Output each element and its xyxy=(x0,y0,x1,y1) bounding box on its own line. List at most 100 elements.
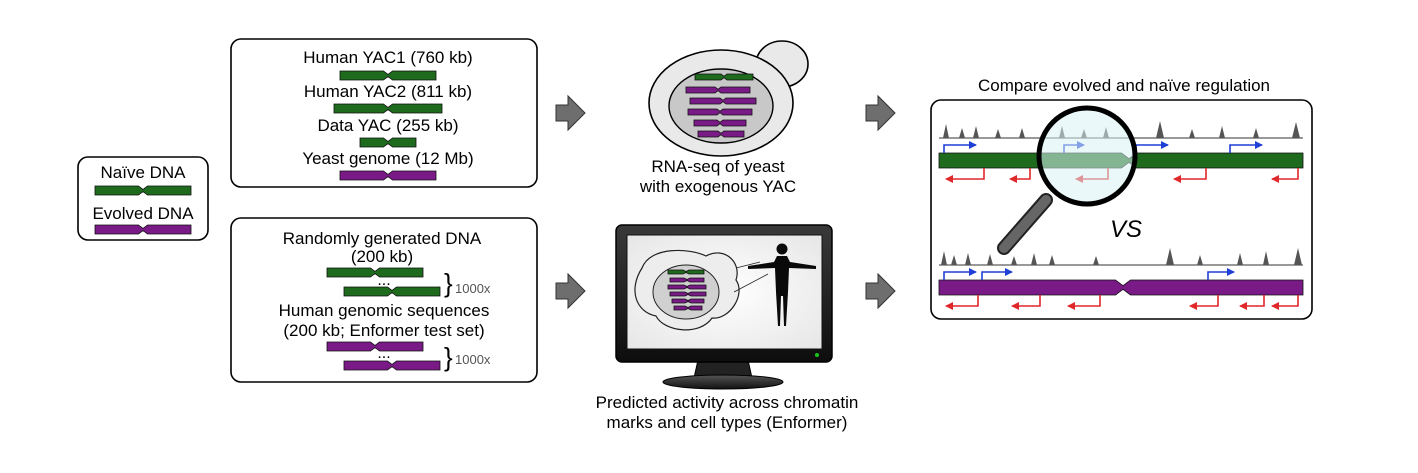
yac2-label: Human YAC2 (811 kb) xyxy=(304,82,472,101)
signal-peak xyxy=(1019,128,1025,138)
flow-arrow-sim-to-monitor xyxy=(555,272,586,310)
signal-peak xyxy=(1156,121,1164,138)
screen-chromosome-1 xyxy=(669,277,705,283)
legend-evolved-chromosome xyxy=(94,224,192,235)
signal-peak xyxy=(943,124,949,138)
human-seq-repeat: 1000x xyxy=(455,352,491,367)
screen-connector-bottom xyxy=(733,273,769,293)
reverse-gene-arrow xyxy=(1011,295,1041,310)
yeast-chromosome-5 xyxy=(697,130,745,138)
random-dna-size: (200 kb) xyxy=(351,247,413,266)
forward-gene-arrow xyxy=(1229,141,1263,153)
signal-peak xyxy=(987,254,993,265)
yeast-chromosome-2 xyxy=(689,97,757,105)
random-dna-chromosome-2 xyxy=(343,286,441,297)
yeast-chromosome-4 xyxy=(693,119,747,127)
screen-chromosome-4 xyxy=(671,298,705,304)
forward-gene-arrow xyxy=(943,268,977,280)
yac1-label: Human YAC1 (760 kb) xyxy=(303,48,472,67)
random-dna-brace: } xyxy=(444,268,453,298)
reverse-gene-arrow xyxy=(945,168,985,183)
reverse-gene-arrow xyxy=(1067,295,1101,310)
flow-arrow-yeast-to-compare xyxy=(865,94,896,132)
forward-gene-arrow xyxy=(981,268,1013,280)
screen-nucleus xyxy=(652,264,720,320)
signal-peak xyxy=(1011,256,1017,265)
signal-peak xyxy=(1263,251,1269,265)
yeast-genome-chromosome xyxy=(339,170,437,181)
random-dna-title: Randomly generated DNA xyxy=(283,229,482,248)
yeast-caption-line2: with exogenous YAC xyxy=(639,177,796,196)
forward-gene-arrow xyxy=(943,141,977,153)
reverse-gene-arrow xyxy=(1271,295,1299,310)
yeast-caption-line1: RNA-seq of yeast xyxy=(651,157,784,176)
human-seq-ellipsis: ... xyxy=(377,345,390,362)
random-dna-ellipsis: ... xyxy=(377,272,390,289)
signal-peak xyxy=(1237,253,1243,265)
signal-peak xyxy=(959,128,965,138)
reverse-gene-arrow xyxy=(1239,295,1265,310)
random-dna-repeat: 1000x xyxy=(455,281,491,296)
yeast-chromosome-3 xyxy=(687,108,753,116)
screen-chromosome-2 xyxy=(667,284,707,290)
data-yac-label: Data YAC (255 kb) xyxy=(317,116,458,135)
signal-peak xyxy=(1292,122,1300,138)
signal-peak xyxy=(1294,248,1302,265)
signal-peak xyxy=(1197,255,1203,265)
signal-peak xyxy=(1219,126,1225,138)
magnifying-glass-icon xyxy=(997,105,1138,255)
human-seq-chromosome-1 xyxy=(326,341,424,352)
monitor-power-light xyxy=(815,353,819,357)
human-silhouette-icon xyxy=(748,243,816,326)
monitor-caption-line2: marks and cell types (Enformer) xyxy=(607,413,848,432)
reverse-gene-arrow xyxy=(1173,168,1207,183)
evolved-gene-arrows xyxy=(943,268,1299,310)
signal-peak xyxy=(1189,129,1195,138)
signal-peak xyxy=(1253,128,1259,138)
yeast-yac-chromosome xyxy=(694,73,754,81)
screen-yac-chromosome xyxy=(667,269,705,275)
reverse-gene-arrow xyxy=(1271,168,1299,183)
signal-peak xyxy=(1166,248,1174,265)
signal-peak xyxy=(965,253,971,265)
screen-chromosome-5 xyxy=(673,305,703,311)
reverse-gene-arrow xyxy=(1189,295,1219,310)
human-sequences-subtitle: (200 kb; Enformer test set) xyxy=(283,321,484,340)
data-yac-chromosome xyxy=(359,137,417,148)
simulated-sequences-box: Randomly generated DNA (200 kb) ... } 10… xyxy=(230,217,538,383)
reverse-gene-arrow xyxy=(1009,168,1031,183)
signal-peak xyxy=(941,251,947,265)
flow-arrow-yac-to-yeast xyxy=(555,94,586,132)
legend-naive-chromosome xyxy=(94,185,192,196)
screen-chromosome-3 xyxy=(669,291,707,297)
monitor-illustration: Predicted activity across chromatin mark… xyxy=(596,224,859,432)
evolved-track-chromosome xyxy=(938,279,1304,296)
monitor-caption-line1: Predicted activity across chromatin xyxy=(596,393,859,412)
reverse-gene-arrow xyxy=(945,295,979,310)
legend-box: Naïve DNA Evolved DNA xyxy=(77,156,209,241)
monitor-base xyxy=(662,374,784,390)
flow-arrows xyxy=(555,94,896,310)
signal-peak xyxy=(951,255,957,265)
forward-gene-arrow xyxy=(1207,268,1235,280)
yeast-chromosome-1 xyxy=(685,86,751,94)
signal-peak xyxy=(1049,255,1055,265)
yeast-cell-illustration: RNA-seq of yeast with exogenous YAC xyxy=(639,40,809,196)
random-dna-chromosome-1 xyxy=(326,267,424,278)
yac1-chromosome xyxy=(339,70,437,81)
comparison-panel: Compare evolved and naïve regulation VS xyxy=(930,76,1313,320)
comparison-title: Compare evolved and naïve regulation xyxy=(978,76,1270,95)
human-sequences-title: Human genomic sequences xyxy=(279,301,490,320)
signal-peak xyxy=(1031,253,1037,265)
human-seq-brace: } xyxy=(444,342,453,372)
yeast-genome-label: Yeast genome (12 Mb) xyxy=(302,149,473,168)
yac2-chromosome xyxy=(333,103,443,114)
signal-peak xyxy=(973,126,979,138)
legend-naive-label: Naïve DNA xyxy=(100,163,186,182)
evolved-signal-peaks xyxy=(941,248,1302,265)
signal-peak xyxy=(995,129,1001,138)
human-seq-chromosome-2 xyxy=(343,360,441,371)
legend-evolved-label: Evolved DNA xyxy=(92,204,194,223)
vs-label: VS xyxy=(1110,216,1142,243)
